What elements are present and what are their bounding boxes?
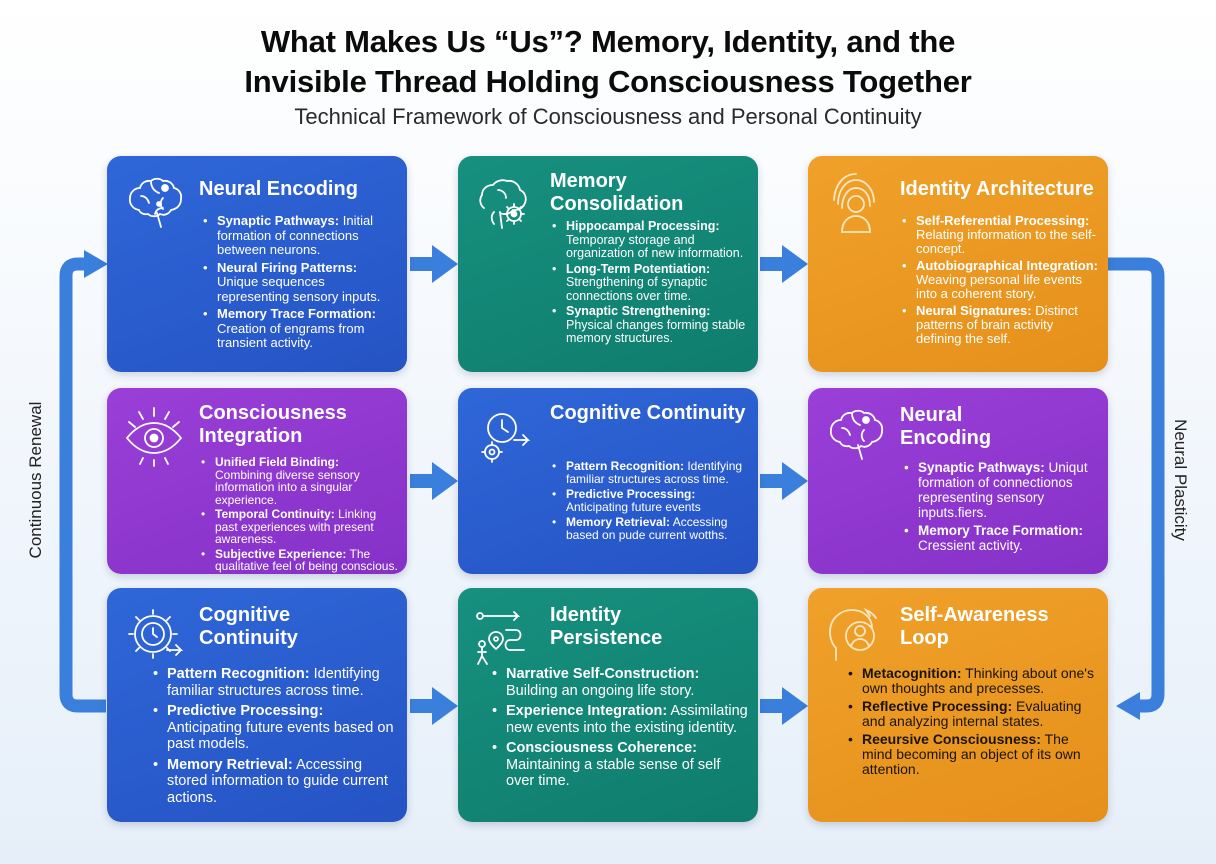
card-title: Cognitive Continuity: [199, 604, 298, 649]
card-title: Neural Encoding: [199, 178, 358, 200]
card-cognitive-continuity-2: Cognitive Continuity Pattern Recognition…: [107, 588, 407, 822]
card-cognitive-continuity-1: Cognitive Continuity Pattern Recognition…: [458, 388, 758, 574]
arrow-r3-b: [760, 687, 808, 725]
list-item: Neural Firing Patterns: Unique sequences…: [203, 260, 397, 305]
card-bullet-list: Synaptic Pathways: Uniqut formation of c…: [904, 460, 1098, 553]
list-item: Synaptic Strengthening: Physical changes…: [552, 304, 748, 346]
loop-left: [59, 257, 106, 713]
page-subtitle: Technical Framework of Consciousness and…: [294, 104, 922, 129]
brain-icon: [820, 400, 890, 470]
card-identity-architecture: Identity Architecture Self-Referential P…: [808, 156, 1108, 372]
arrow-r2-a: [410, 462, 458, 500]
loop-right-head: [1116, 692, 1140, 720]
card-neural-encoding-2: Neural Encoding Synaptic Pathways: Uniqu…: [808, 388, 1108, 574]
fingerprint-person-icon: [820, 168, 890, 238]
head-loop-icon: [820, 600, 890, 670]
path-walker-icon: [470, 600, 540, 670]
list-item: Memory Trace Formation: Creation of engr…: [203, 306, 397, 351]
side-label-continuous-renewal: Continuous Renewal: [26, 401, 45, 559]
list-item: Reeursive Consciousness: The mind becomi…: [848, 732, 1098, 777]
brain-gears-icon: [470, 168, 540, 238]
list-item: Reflective Processing: Evaluating and an…: [848, 699, 1098, 729]
list-item: Pattern Recognition: Identifying familia…: [552, 460, 750, 485]
card-self-awareness-loop: Self-Awareness Loop Metacognition: Think…: [808, 588, 1108, 822]
card-title: Self-Awareness Loop: [900, 604, 1049, 649]
card-bullet-list: Pattern Recognition: Identifying familia…: [153, 666, 397, 806]
card-bullet-list: Narrative Self-Construction: Building an…: [492, 666, 748, 790]
list-item: Memory Trace Formation: Cressient activi…: [904, 523, 1098, 553]
card-bullet-list: Synaptic Pathways: Initial formation of …: [203, 213, 397, 351]
card-bullet-list: Unified Field Binding: Combining diverse…: [201, 456, 399, 573]
list-item: Long-Term Potentiation: Strengthening of…: [552, 262, 748, 304]
card-consciousness-integration: Consciousness Integration Unified Field …: [107, 388, 407, 574]
card-title: Consciousness Integration: [199, 402, 347, 447]
list-item: Synaptic Pathways: Initial formation of …: [203, 213, 397, 258]
card-memory-consolidation: Memory Consolidation Hippocampal Process…: [458, 156, 758, 372]
list-item: Neural Signatures: Distinct patterns of …: [902, 304, 1098, 346]
list-item: Synaptic Pathways: Uniqut formation of c…: [904, 460, 1098, 520]
page-title: What Makes Us “Us”? Memory, Identity, an…: [0, 22, 1216, 102]
title-line-1: What Makes Us “Us”? Memory, Identity, an…: [260, 24, 956, 59]
list-item: Autobiographical Integration: Weaving pe…: [902, 259, 1098, 301]
clock-gear-icon: [119, 600, 189, 670]
loop-right: [1108, 257, 1165, 713]
list-item: Self-Referential Processing: Relating in…: [902, 214, 1098, 256]
brain-icon: [119, 168, 189, 238]
list-item: Predictive Processing: Anticipating futu…: [153, 703, 397, 753]
card-identity-persistence: Identity Persistence Narrative Self-Cons…: [458, 588, 758, 822]
list-item: Memory Retrieval: Accessing based on pud…: [552, 516, 750, 541]
arrow-r3-a: [410, 687, 458, 725]
list-item: Hippocampal Processing: Temporary storag…: [552, 219, 748, 261]
card-title: Identity Persistence: [550, 604, 663, 649]
card-title: Cognitive Continuity: [550, 402, 746, 424]
loop-left-head: [84, 250, 108, 278]
list-item: Subjective Experience: The qualitative f…: [201, 547, 399, 573]
side-label-neural-plasticity: Neural Plasticity: [1171, 419, 1190, 541]
list-item: Narrative Self-Construction: Building an…: [492, 666, 748, 699]
list-item: Consciousness Coherence: Maintaining a s…: [492, 740, 748, 790]
card-bullet-list: Metacognition: Thinking about one's own …: [848, 666, 1098, 777]
card-title: Neural Encoding: [900, 404, 992, 449]
card-bullet-list: Self-Referential Processing: Relating in…: [902, 214, 1098, 346]
list-item: Experience Integration: Assimilating new…: [492, 703, 748, 736]
title-line-2: Invisible Thread Holding Consciousness T…: [244, 64, 972, 99]
list-item: Unified Field Binding: Combining diverse…: [201, 456, 399, 506]
card-title: Memory Consolidation: [550, 170, 684, 215]
card-neural-encoding-1: Neural Encoding Synaptic Pathways: Initi…: [107, 156, 407, 372]
list-item: Predictive Processing: Anticipating futu…: [552, 488, 750, 513]
clock-gear-icon: [470, 400, 540, 470]
arrow-r2-b: [760, 462, 808, 500]
eye-icon: [119, 400, 189, 470]
list-item: Metacognition: Thinking about one's own …: [848, 666, 1098, 696]
arrow-r1-a: [410, 245, 458, 283]
card-bullet-list: Hippocampal Processing: Temporary storag…: [552, 219, 748, 346]
arrow-r1-b: [760, 245, 808, 283]
list-item: Pattern Recognition: Identifying familia…: [153, 666, 397, 699]
list-item: Memory Retrieval: Accessing stored infor…: [153, 757, 397, 807]
card-bullet-list: Pattern Recognition: Identifying familia…: [552, 460, 750, 541]
list-item: Temporal Continuity: Linking past experi…: [201, 508, 399, 546]
card-title: Identity Architecture: [900, 178, 1094, 200]
